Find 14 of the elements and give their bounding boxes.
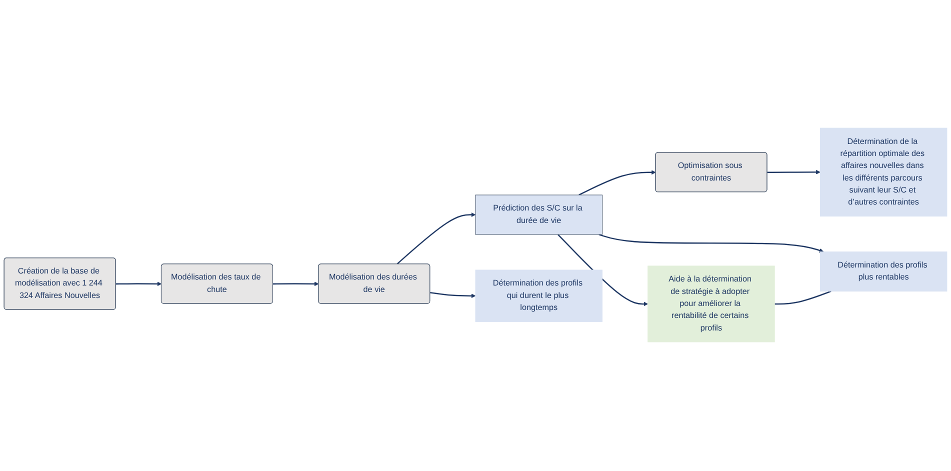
arrow (430, 292, 476, 299)
arrow (598, 234, 824, 254)
node-box: Prédiction des S/C sur la durée de vie (475, 195, 602, 236)
node-box: Détermination des profils qui durent le plus longtemps (475, 270, 602, 322)
connector (774, 291, 832, 306)
node-box: Détermination des profils plus rentables (820, 252, 948, 292)
node-box: Détermination de la répartition optimale des affaires nouvelles dans les différents parcours suivant leur S/C et d’autres contraintes (820, 128, 948, 217)
arrow (116, 282, 162, 287)
arrow (272, 282, 319, 287)
arrow (558, 234, 648, 307)
node-box: Aide à la détermination de stratégie à adopter pour améliorer la rentabilité de certains profils (648, 266, 775, 343)
arrow (767, 170, 820, 175)
arrow (396, 213, 476, 266)
arrow (578, 170, 656, 196)
